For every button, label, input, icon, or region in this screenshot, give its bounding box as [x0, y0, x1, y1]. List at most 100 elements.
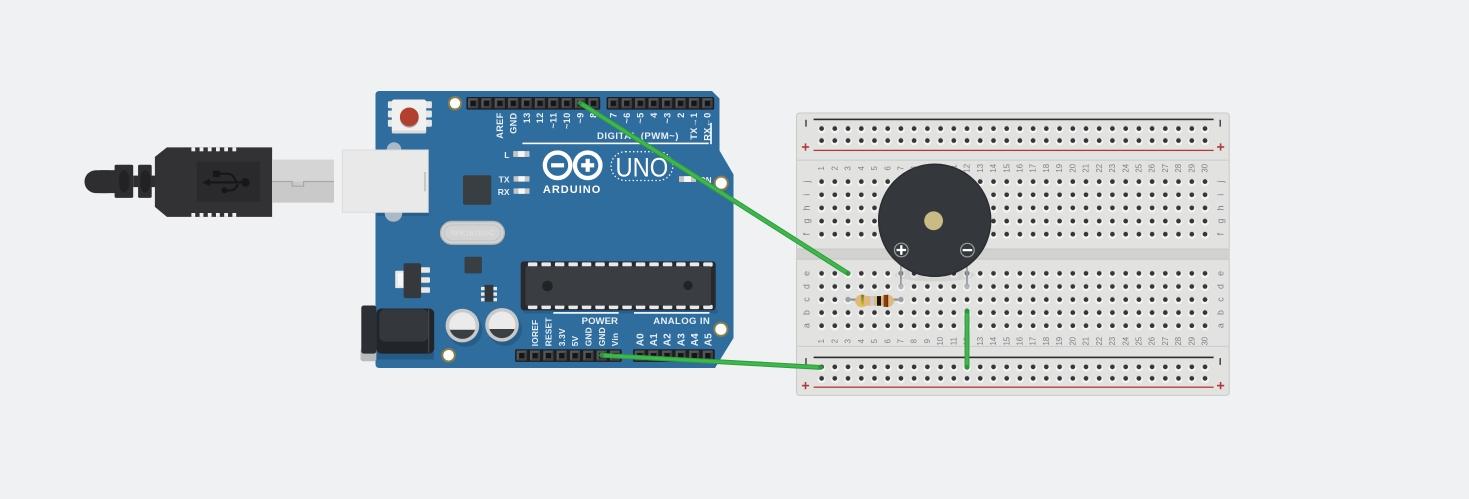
svg-text:TX→1: TX→1: [689, 113, 699, 140]
svg-text:3: 3: [844, 166, 853, 170]
svg-text:28: 28: [1174, 164, 1183, 173]
svg-text:17: 17: [1029, 337, 1038, 346]
svg-text:a: a: [802, 323, 812, 328]
svg-text:RESET: RESET: [544, 317, 554, 347]
svg-text:18: 18: [1042, 164, 1051, 173]
svg-text:19: 19: [1055, 164, 1064, 173]
svg-text:~10: ~10: [562, 113, 572, 130]
svg-text:~9: ~9: [575, 113, 585, 124]
svg-text:14: 14: [989, 336, 998, 345]
svg-text:2: 2: [830, 339, 839, 343]
svg-text:A4: A4: [690, 333, 701, 346]
svg-text:27: 27: [1161, 164, 1170, 173]
svg-text:15: 15: [1002, 163, 1011, 172]
svg-text:i: i: [1216, 194, 1226, 196]
svg-text:1: 1: [817, 339, 826, 343]
svg-text:i: i: [802, 194, 812, 196]
svg-text:a: a: [1216, 323, 1226, 328]
svg-text:c: c: [802, 297, 812, 302]
svg-text:10: 10: [936, 336, 945, 345]
svg-text:1: 1: [817, 166, 826, 170]
svg-text:24: 24: [1121, 163, 1130, 172]
svg-text:A1: A1: [649, 333, 660, 346]
svg-text:24: 24: [1121, 336, 1130, 345]
svg-text:L: L: [504, 150, 509, 160]
svg-text:POWER: POWER: [582, 316, 618, 327]
svg-text:A2: A2: [663, 333, 674, 346]
svg-text:GND: GND: [508, 112, 518, 133]
svg-text:j: j: [1216, 181, 1226, 184]
svg-text:26: 26: [1148, 164, 1157, 173]
svg-text:30: 30: [1201, 163, 1210, 172]
svg-text:d: d: [802, 284, 812, 289]
svg-text:6: 6: [883, 339, 892, 343]
svg-text:12: 12: [535, 113, 545, 124]
svg-text:GND: GND: [597, 327, 607, 346]
svg-text:ARDUINO: ARDUINO: [543, 184, 601, 196]
svg-text:13: 13: [522, 113, 532, 124]
svg-text:8: 8: [589, 113, 599, 118]
svg-text:ANALOG IN: ANALOG IN: [653, 316, 710, 327]
svg-text:21: 21: [1082, 337, 1091, 346]
svg-text:20: 20: [1068, 163, 1077, 172]
svg-text:c: c: [1216, 297, 1226, 302]
svg-text:3: 3: [844, 339, 853, 343]
svg-text:b: b: [802, 310, 812, 315]
svg-text:23: 23: [1108, 164, 1117, 173]
svg-text:UNO: UNO: [616, 153, 669, 183]
svg-text:7: 7: [897, 166, 906, 170]
svg-text:9: 9: [923, 339, 932, 343]
svg-text:2: 2: [676, 113, 686, 118]
svg-text:13: 13: [976, 164, 985, 173]
svg-text:A3: A3: [676, 333, 687, 346]
svg-text:7: 7: [897, 339, 906, 343]
svg-text:AREF: AREF: [495, 112, 505, 138]
svg-text:4: 4: [649, 112, 659, 118]
svg-text:j: j: [802, 181, 812, 184]
svg-text:13: 13: [976, 337, 985, 346]
svg-text:21: 21: [1082, 164, 1091, 173]
svg-text:h: h: [1216, 205, 1226, 210]
svg-text:~5: ~5: [635, 113, 645, 124]
svg-text:16: 16: [1016, 337, 1025, 346]
svg-text:e: e: [802, 271, 812, 276]
svg-text:8: 8: [910, 339, 919, 343]
svg-text:15: 15: [1002, 336, 1011, 345]
svg-text:h: h: [802, 205, 812, 210]
svg-text:f: f: [802, 232, 812, 235]
svg-text:22: 22: [1095, 337, 1104, 346]
svg-text:SPK16.000G: SPK16.000G: [450, 229, 495, 238]
svg-text:22: 22: [1095, 164, 1104, 173]
svg-text:A0: A0: [635, 333, 646, 346]
svg-text:5: 5: [870, 165, 879, 170]
svg-text:A5: A5: [704, 333, 715, 346]
svg-text:g: g: [1216, 219, 1226, 224]
svg-text:~3: ~3: [662, 113, 672, 124]
svg-text:29: 29: [1187, 164, 1196, 173]
svg-text:RX←0: RX←0: [703, 113, 713, 141]
svg-text:17: 17: [1029, 164, 1038, 173]
svg-text:5: 5: [870, 338, 879, 343]
svg-text:f: f: [1216, 232, 1226, 235]
svg-text:6: 6: [883, 166, 892, 170]
svg-text:5V: 5V: [570, 335, 580, 346]
svg-text:23: 23: [1108, 337, 1117, 346]
svg-text:27: 27: [1161, 337, 1170, 346]
svg-text:~6: ~6: [622, 113, 632, 124]
svg-text:TX: TX: [499, 175, 510, 185]
svg-text:20: 20: [1068, 336, 1077, 345]
svg-text:IOREF: IOREF: [530, 320, 540, 347]
svg-text:16: 16: [1016, 164, 1025, 173]
svg-text:e: e: [1216, 271, 1226, 276]
svg-text:2: 2: [830, 166, 839, 170]
svg-text:19: 19: [1055, 337, 1064, 346]
svg-text:4: 4: [857, 165, 866, 170]
svg-text:30: 30: [1201, 336, 1210, 345]
svg-text:7: 7: [609, 113, 619, 118]
svg-text:Vin: Vin: [610, 333, 620, 346]
svg-text:26: 26: [1148, 337, 1157, 346]
svg-text:25: 25: [1135, 163, 1144, 172]
svg-text:g: g: [802, 219, 812, 224]
svg-text:d: d: [1216, 284, 1226, 289]
svg-text:RX: RX: [498, 187, 510, 197]
